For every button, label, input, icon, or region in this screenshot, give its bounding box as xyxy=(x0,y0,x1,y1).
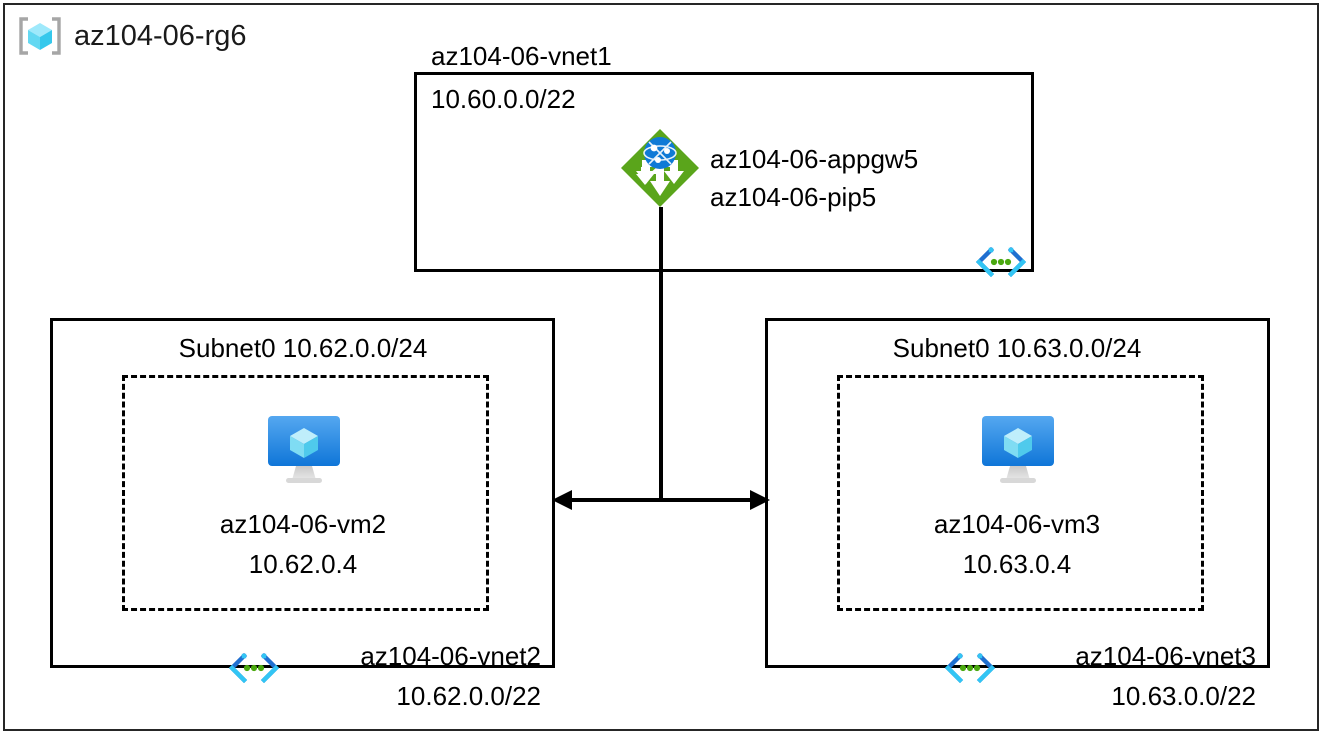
vnet2-subnet-label: Subnet0 10.62.0.0/24 xyxy=(178,333,428,363)
appgw-public-ip: az104-06-pip5 xyxy=(710,182,877,212)
vnet1-box xyxy=(414,72,1034,272)
vnet2-name: az104-06-vnet2 xyxy=(360,641,541,671)
bidirectional-peering-arrow xyxy=(552,486,770,514)
vnet3-subnet-dashed-box xyxy=(837,375,1204,611)
vnet3-vm-name: az104-06-vm3 xyxy=(933,509,1101,539)
vnet3-virtual-network-icon xyxy=(944,652,996,684)
resource-group-frame xyxy=(3,3,1319,731)
vnet3-virtual-machine-icon xyxy=(974,414,1062,488)
vnet3-subnet-label: Subnet0 10.63.0.0/24 xyxy=(892,333,1142,363)
application-gateway-icon xyxy=(619,127,701,209)
appgw-name: az104-06-appgw5 xyxy=(710,144,919,174)
vnet2-address-space: 10.62.0.0/22 xyxy=(396,681,541,711)
vnet2-vm-name: az104-06-vm2 xyxy=(219,509,387,539)
vnet3-vm-ip: 10.63.0.4 xyxy=(962,549,1072,579)
vnet3-address-space: 10.63.0.0/22 xyxy=(1111,681,1256,711)
resource-group-cube-icon xyxy=(18,16,62,56)
vnet1-title: az104-06-vnet1 xyxy=(431,41,612,71)
vnet3-box xyxy=(765,318,1270,668)
vnet3-name: az104-06-vnet3 xyxy=(1075,641,1256,671)
vnet2-virtual-network-icon xyxy=(228,652,280,684)
vnet2-subnet-dashed-box xyxy=(122,375,489,611)
vnet2-vm-ip: 10.62.0.4 xyxy=(248,549,358,579)
gateway-connection-line xyxy=(659,207,663,500)
vnet1-address-space: 10.60.0.0/22 xyxy=(431,84,576,114)
resource-group-name: az104-06-rg6 xyxy=(74,19,247,52)
vnet1-virtual-network-icon xyxy=(975,246,1027,278)
resource-group-header: az104-06-rg6 xyxy=(18,16,247,56)
vnet2-box xyxy=(50,318,555,668)
vnet2-virtual-machine-icon xyxy=(260,414,348,488)
